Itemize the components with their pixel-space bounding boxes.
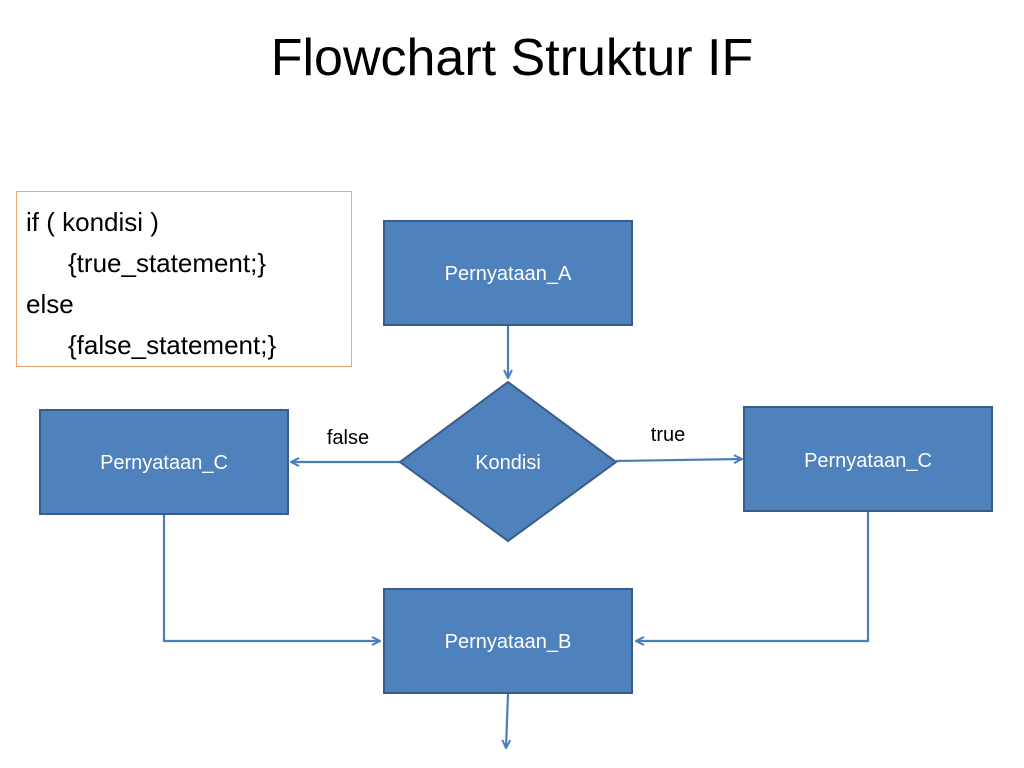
code-line-if: if ( kondisi ) [26, 207, 159, 237]
edge-label-false: false [327, 427, 369, 449]
node-statement-left-label: Pernyataan_C [100, 452, 228, 474]
node-statement-b: Pernyataan_B [383, 588, 633, 694]
code-snippet-box: if ( kondisi ) {true_statement;} else {f… [16, 191, 352, 367]
node-statement-a: Pernyataan_A [383, 220, 633, 326]
connector-condition-to-true [615, 459, 742, 461]
node-statement-a-label: Pernyataan_A [445, 263, 572, 285]
code-line-false-statement: {false_statement;} [68, 330, 277, 360]
code-line-else: else [26, 289, 74, 319]
connector-left-to-b [162, 515, 380, 641]
slide-title: Flowchart Struktur IF [270, 29, 754, 87]
connector-b-exit [506, 693, 508, 748]
node-condition-label: Kondisi [475, 452, 541, 474]
edge-label-true: true [651, 424, 685, 446]
node-statement-right: Pernyataan_C [743, 406, 993, 512]
code-line-true-statement: {true_statement;} [68, 248, 267, 278]
node-statement-right-label: Pernyataan_C [804, 450, 932, 472]
node-condition: Kondisi [398, 380, 618, 543]
connector-right-to-b [636, 512, 870, 641]
node-statement-left: Pernyataan_C [39, 409, 289, 515]
node-statement-b-label: Pernyataan_B [445, 631, 572, 653]
